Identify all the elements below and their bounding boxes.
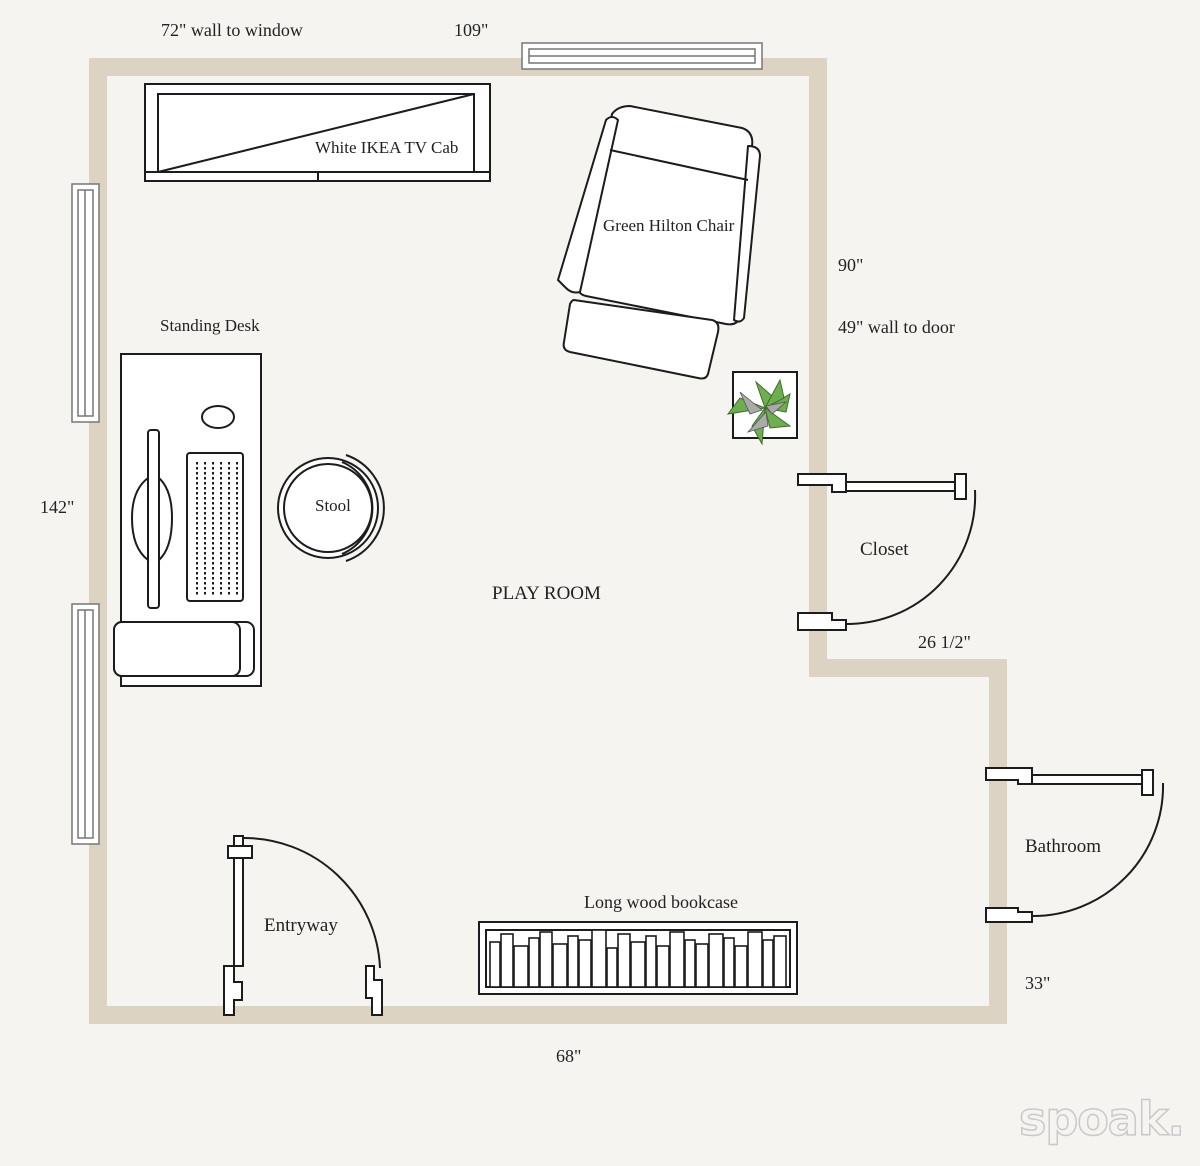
stool-label: Stool bbox=[315, 496, 351, 515]
window-left-upper bbox=[71, 183, 100, 423]
dim-notch: 26 1/2" bbox=[918, 632, 971, 652]
dim-top: 109" bbox=[454, 20, 489, 40]
tv-cabinet-label: White IKEA TV Cab bbox=[315, 138, 459, 157]
room-name: PLAY ROOM bbox=[492, 583, 601, 604]
keyboard-keys bbox=[196, 462, 238, 595]
window-top bbox=[521, 42, 763, 70]
window-left-lower bbox=[71, 603, 100, 845]
entryway-label: Entryway bbox=[264, 915, 338, 936]
closet-label: Closet bbox=[860, 539, 909, 560]
bookcase bbox=[478, 921, 798, 995]
bathroom-door bbox=[985, 767, 1165, 923]
dim-right-door: 49" wall to door bbox=[838, 317, 955, 337]
chair-label: Green Hilton Chair bbox=[603, 216, 735, 235]
bookcase-label: Long wood bookcase bbox=[584, 892, 738, 912]
watermark-logo: spoak. bbox=[1018, 1091, 1186, 1147]
tv-cabinet bbox=[144, 83, 491, 182]
books bbox=[489, 929, 787, 988]
dim-bottom: 68" bbox=[556, 1046, 582, 1066]
armchair bbox=[557, 105, 761, 380]
plant bbox=[726, 371, 798, 446]
standing-desk bbox=[113, 353, 262, 687]
dim-right-lower: 33" bbox=[1025, 973, 1051, 993]
desk-label: Standing Desk bbox=[160, 316, 260, 335]
dim-top-left: 72" wall to window bbox=[161, 20, 303, 40]
room-walls bbox=[89, 58, 1007, 1024]
dim-right-upper: 90" bbox=[838, 255, 864, 275]
bathroom-label: Bathroom bbox=[1025, 836, 1101, 857]
entryway-door bbox=[223, 835, 383, 1016]
stool bbox=[277, 454, 385, 562]
dim-left: 142" bbox=[40, 497, 75, 517]
closet-door bbox=[797, 473, 977, 631]
